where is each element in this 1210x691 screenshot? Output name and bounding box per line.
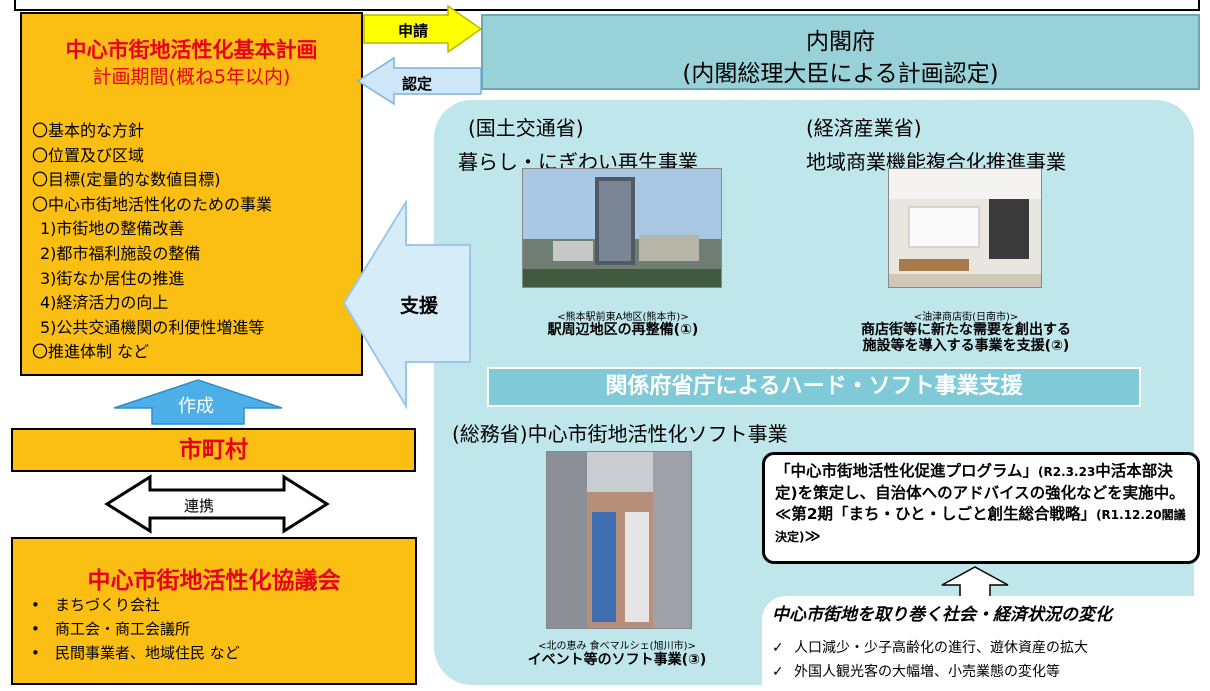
changes-title: 中心市街地を取り巻く社会・経済状況の変化 (772, 605, 1112, 625)
changes-list: 人口減少・少子高齢化の進行、遊休資産の拡大 外国人観光客の大幅増、小売業態の変化… (772, 636, 1088, 684)
create-label: 作成 (178, 396, 214, 417)
council-title: 中心市街地活性化協議会 (87, 568, 341, 594)
create-arrow (113, 379, 283, 425)
plan-item: 3)街なか居住の推進 (40, 268, 185, 288)
support-banner: 関係府省庁によるハード・ソフト事業支援 (487, 367, 1141, 407)
cabinet-office-box: 内閣府 (内閣総理大臣による計画認定) (481, 14, 1200, 90)
callout-part1: 「中心市街地活性化促進プログラム」 (775, 462, 1039, 480)
cabinet-title: 内閣府 (806, 29, 875, 55)
cooperate-arrow (104, 474, 330, 534)
kumamoto-station-photo (522, 168, 722, 288)
cooperate-label: 連携 (184, 497, 215, 515)
callout-part2: 中活本部決定)を策定し、自治体へのアドバイスの強化などを実施中。≪第2期「まち・… (775, 462, 1185, 523)
change-item: 人口減少・少子高齢化の進行、遊休資産の拡大 (772, 636, 1088, 660)
meti-photo-caption: <油津商店街(日南市)> (913, 312, 1019, 323)
plan-item: 5)公共交通機関の利便性増進等 (40, 317, 265, 337)
council-member: 民間事業者、地域住民 など (31, 641, 240, 665)
plan-item: 〇位置及び区域 (32, 145, 145, 165)
council-member: 商工会・商工会議所 (31, 617, 240, 641)
situation-changes-box: 中心市街地を取り巻く社会・経済状況の変化 人口減少・少子高齢化の進行、遊休資産の… (762, 596, 1200, 689)
council-box: 中心市街地活性化協議会 まちづくり会社 商工会・商工会議所 民間事業者、地域住民… (11, 537, 417, 685)
plan-item: 1)市街地の整備改善 (40, 219, 185, 239)
plan-item: 〇基本的な方針 (32, 121, 145, 140)
meti-caption-line1: 商店街等に新たな需要を創出する (861, 322, 1071, 338)
mlit-ministry: (国土交通省) (468, 116, 584, 140)
certify-arrow (356, 56, 482, 106)
callout-date2: (R1.12.20閣議決定) (775, 508, 1186, 544)
plan-period: 計画期間(概ね5年以内) (92, 66, 291, 88)
support-arrow (342, 200, 471, 410)
change-item: 外国人観光客の大幅増、小売業態の変化等 (772, 660, 1088, 684)
up-arrow (941, 566, 1009, 598)
council-member: まちづくり会社 (31, 593, 240, 617)
plan-item: 〇目標(定量的な数値目標) (32, 170, 221, 190)
support-label: 支援 (400, 295, 439, 317)
food-marche-photo (546, 451, 692, 629)
plan-item: 2)都市福利施設の整備 (40, 243, 201, 263)
certify-label: 認定 (402, 75, 433, 93)
municipality-box: 市町村 (11, 428, 416, 472)
mlit-caption: 駅周辺地区の再整備(①) (547, 322, 699, 338)
plan-item: 〇中心市街地活性化のための事業 (32, 194, 273, 214)
basic-plan-box: 中心市街地活性化基本計画 計画期間(概ね5年以内) 〇基本的な方針 〇位置及び区… (20, 12, 363, 376)
mic-caption: イベント等のソフト事業(③) (527, 652, 707, 668)
mlit-photo-caption: <熊本駅前東A地区(熊本市)> (557, 312, 689, 323)
mic-program: (総務省)中心市街地活性化ソフト事業 (452, 422, 788, 446)
council-members: まちづくり会社 商工会・商工会議所 民間事業者、地域住民 など (31, 593, 240, 665)
aburatsu-shopping-photo (888, 168, 1042, 288)
apply-label: 申請 (398, 22, 429, 40)
plan-item: 〇推進体制 など (32, 342, 150, 362)
plan-title: 中心市街地活性化基本計画 (65, 38, 318, 62)
cabinet-subtitle: (内閣総理大臣による計画認定) (682, 61, 999, 87)
callout-part3: ≫ (804, 527, 821, 545)
mic-photo-caption: <北の恵み 食べマルシェ(旭川市)> (538, 641, 696, 652)
meti-ministry: (経済産業省) (806, 116, 922, 140)
callout-date1: (R2.3.23 (1038, 465, 1096, 479)
top-frame (14, 0, 1200, 11)
meti-caption-line2: 施設等を導入する事業を支援(②) (862, 338, 1070, 354)
plan-item: 4)経済活力の向上 (40, 293, 169, 313)
promotion-program-callout: 「中心市街地活性化促進プログラム」(R2.3.23中活本部決定)を策定し、自治体… (762, 452, 1200, 564)
plan-items: 〇基本的な方針 〇位置及び区域 〇目標(定量的な数値目標) 〇中心市街地活性化の… (32, 119, 272, 365)
apply-arrow (363, 5, 483, 53)
